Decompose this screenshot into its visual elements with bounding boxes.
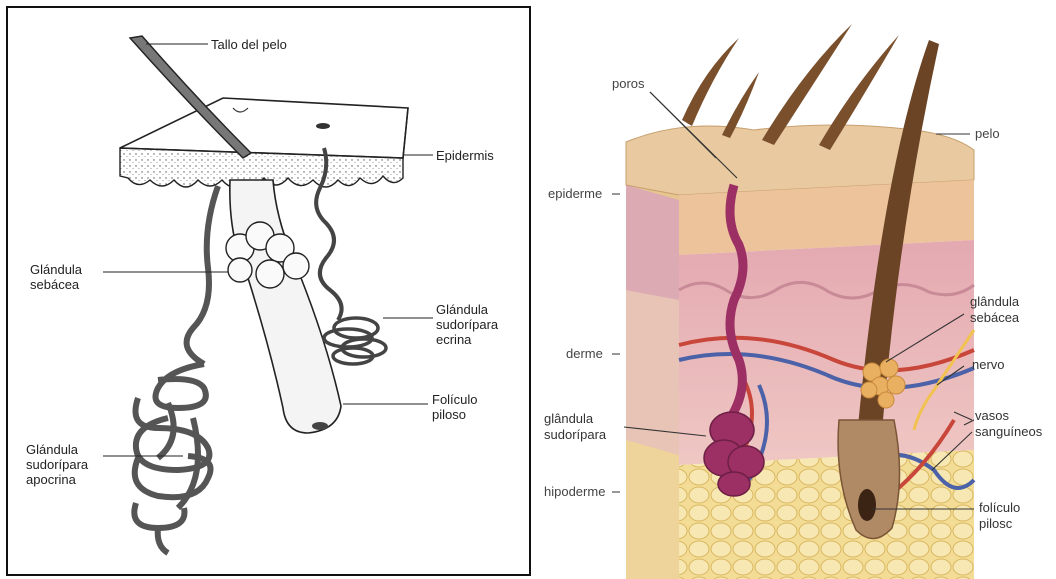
label-sebaceous-gland: glândula sebácea	[970, 294, 1019, 326]
layer-ticks	[612, 194, 620, 492]
label-hair-shaft: Tallo del pelo	[211, 37, 287, 52]
label-dermis: derme	[566, 346, 603, 361]
right-diagram-panel: poros pelo epiderme derme hipoderme glân…	[534, 0, 1056, 579]
label-epidermis: epiderme	[548, 186, 602, 201]
hair-glands-line-drawing	[8, 8, 529, 574]
label-eccrine-gland: Glándula sudorípara ecrina	[436, 302, 498, 347]
label-hypodermis: hipoderme	[544, 484, 605, 499]
label-pores: poros	[612, 76, 645, 91]
label-sebaceous-gland: Glándula sebácea	[30, 262, 82, 292]
left-diagram-panel: Tallo del pelo Epidermis Glándula sebáce…	[6, 6, 531, 576]
label-epidermis: Epidermis	[436, 148, 494, 163]
label-hair-follicle: folículo pilosc	[979, 500, 1020, 532]
epidermis-slab	[120, 98, 408, 187]
label-hair: pelo	[975, 126, 1000, 141]
apocrine-coil	[134, 364, 210, 553]
label-hair-follicle: Folículo piloso	[432, 392, 478, 422]
hair-follicle	[230, 180, 341, 433]
label-sweat-gland: glândula sudorípara	[544, 411, 606, 443]
label-nerve: nervo	[972, 357, 1005, 373]
label-blood-vessels: vasos sanguíneos	[975, 408, 1042, 440]
eccrine-coil	[324, 318, 386, 364]
apocrine-duct	[187, 186, 218, 364]
label-apocrine-gland: Glándula sudorípara apocrina	[26, 442, 88, 487]
